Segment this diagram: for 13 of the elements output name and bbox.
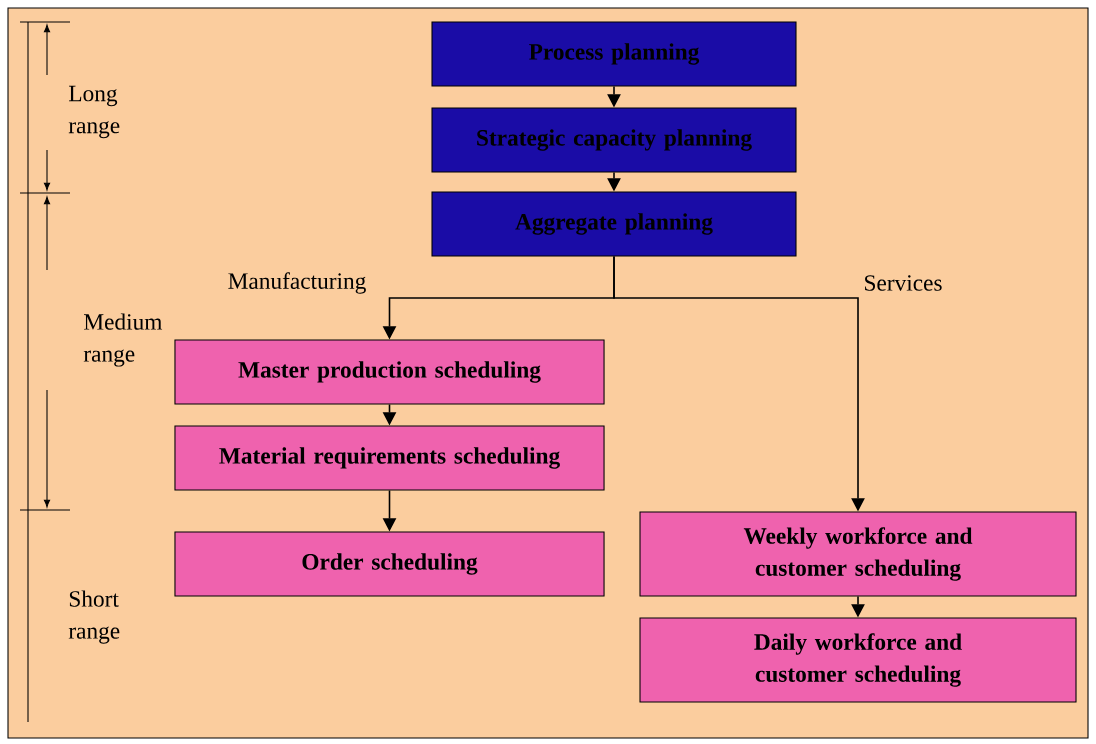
process-box: Weekly workforce and customer scheduling	[639, 511, 1077, 597]
process-box: Process planning	[431, 21, 797, 87]
process-box: Order scheduling	[174, 531, 605, 597]
range-label: Medium range	[83, 313, 163, 367]
edge-label: Manufacturing	[228, 272, 366, 294]
edge-label: Services	[865, 275, 942, 291]
range-label: Long range	[68, 85, 120, 139]
process-box: Daily workforce and customer scheduling	[639, 617, 1077, 703]
process-box: Aggregate planning	[431, 191, 797, 257]
process-box: Strategic capacity planning	[431, 107, 797, 173]
range-label: Short range	[68, 590, 120, 644]
process-box: Material requirements scheduling	[174, 425, 605, 491]
process-box: Master production scheduling	[174, 339, 605, 405]
